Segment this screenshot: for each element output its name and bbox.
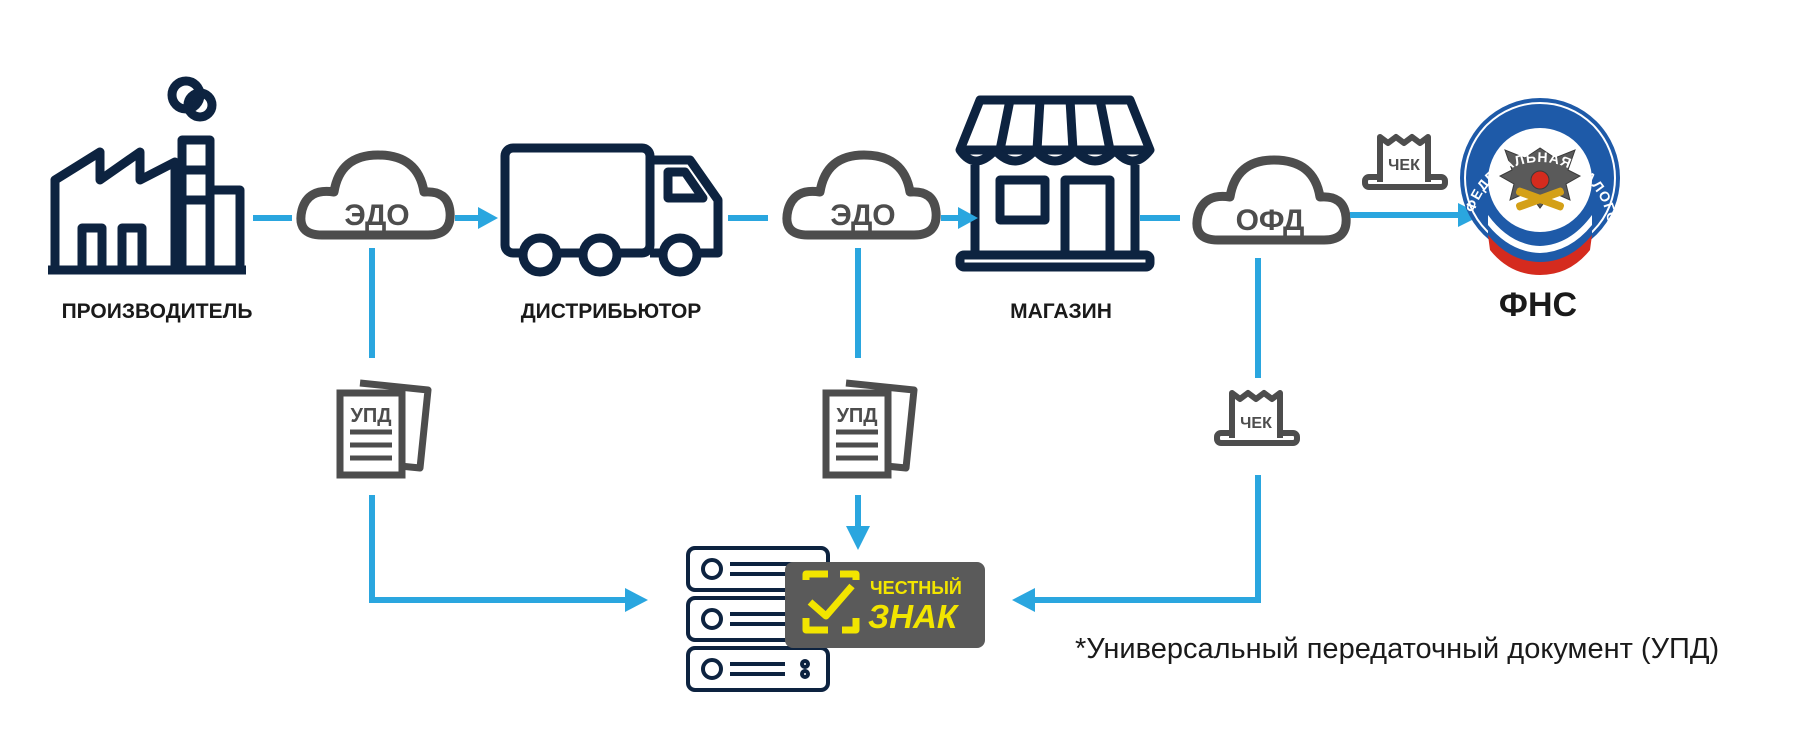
upd-document-icon-2: УПД — [822, 379, 918, 479]
check-top-label: ЧЕК — [1388, 157, 1420, 174]
edo-cloud-2: ЭДО — [782, 150, 941, 240]
vertical-arrowheads — [625, 526, 1035, 612]
edo-cloud-1-label: ЭДО — [344, 199, 409, 232]
check-mid-label: ЧЕК — [1240, 415, 1272, 432]
factory-icon — [48, 76, 246, 275]
chestny-znak-line2: ЗНАК — [868, 598, 960, 635]
upd-label-2: УПД — [836, 405, 877, 427]
footnote: *Универсальный передаточный документ (УП… — [1075, 633, 1720, 665]
ofd-cloud: ОФД — [1192, 155, 1351, 245]
truck-icon — [500, 143, 723, 277]
receipt-icon-mid: ЧЕК — [1214, 390, 1300, 446]
horizontal-flow-arrows — [253, 203, 1482, 229]
producer-label: ПРОИЗВОДИТЕЛЬ — [61, 300, 253, 323]
checkmark-icon — [802, 570, 860, 634]
distributor-label: ДИСТРИБЬЮТОР — [520, 300, 702, 323]
chestny-znak-badge: ЧЕСТНЫЙ ЗНАК — [785, 562, 985, 648]
fns-logo: ФЕДЕРАЛЬНАЯ НАЛОГОВАЯ СЛУЖБА — [1460, 98, 1620, 311]
ofd-cloud-label: ОФД — [1236, 204, 1305, 237]
fns-label: ФНС — [1498, 286, 1578, 324]
receipt-icon-top: ЧЕК — [1362, 134, 1448, 190]
edo-cloud-1: ЭДО — [296, 150, 455, 240]
vertical-connectors — [369, 248, 1261, 603]
keys-icon — [1515, 187, 1565, 211]
store-label: МАГАЗИН — [1010, 300, 1112, 323]
upd-document-icon-1: УПД — [336, 379, 432, 479]
edo-cloud-2-label: ЭДО — [830, 199, 895, 232]
store-icon — [955, 95, 1155, 272]
upd-label-1: УПД — [350, 405, 391, 427]
chestny-znak-line1: ЧЕСТНЫЙ — [870, 577, 962, 598]
